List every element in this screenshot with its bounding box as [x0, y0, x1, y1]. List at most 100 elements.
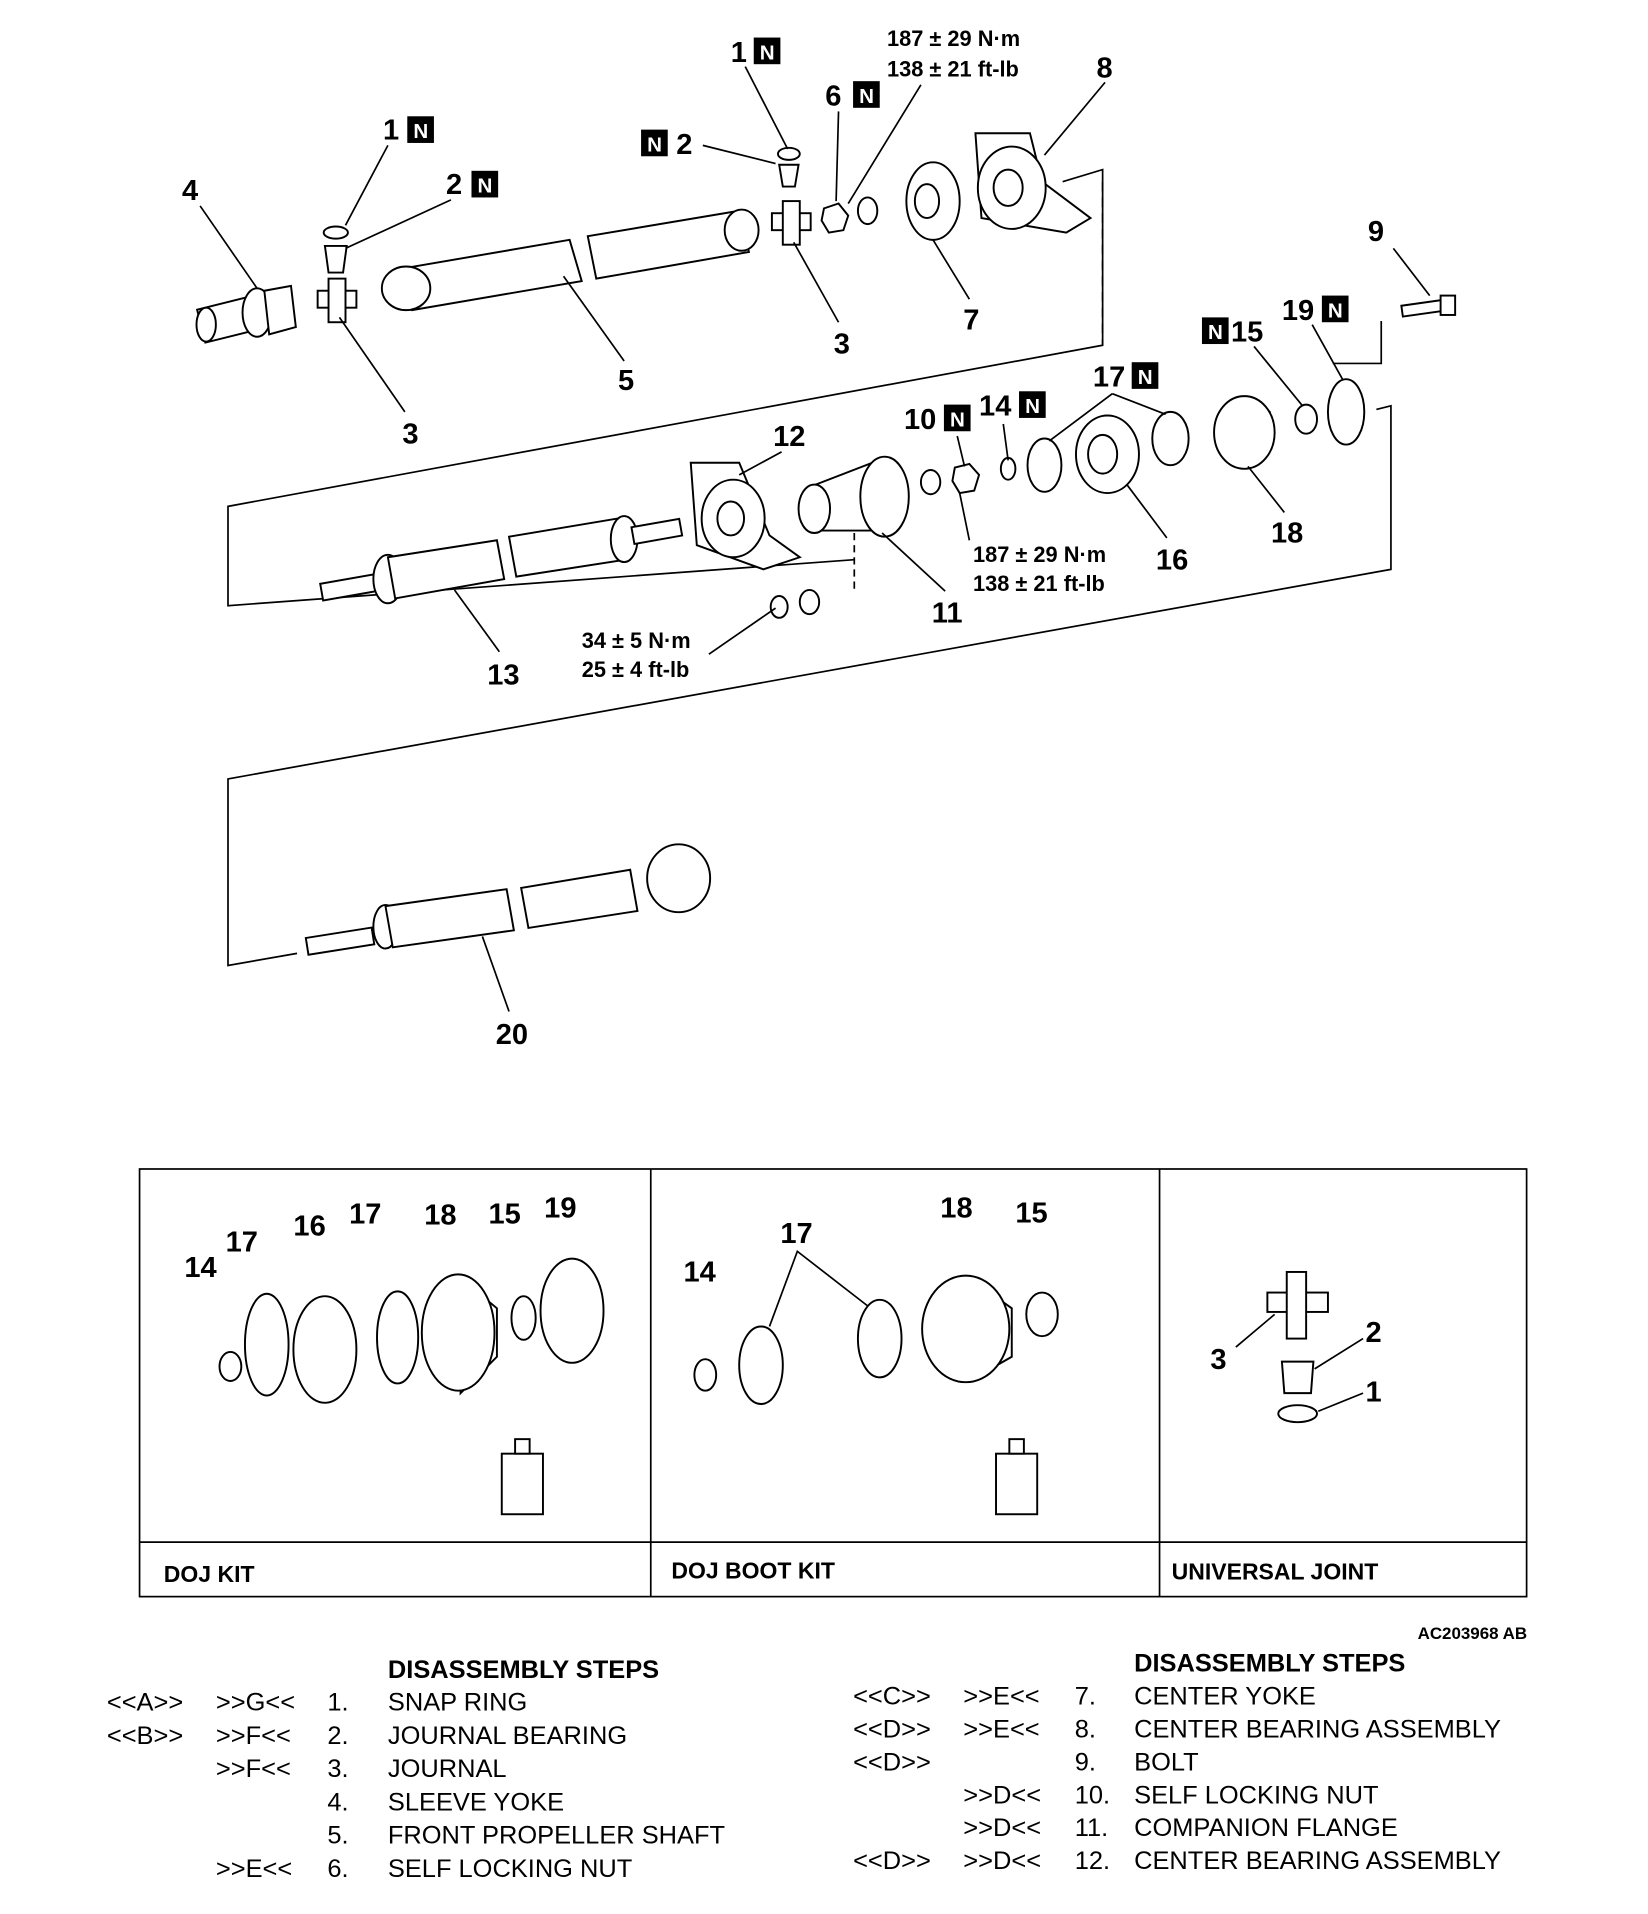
callout-1: 1: [383, 114, 399, 146]
step-row: >>D<<10.SELF LOCKING NUT: [963, 1781, 1378, 1809]
new-part-mark: N: [478, 175, 493, 198]
torque-2-ftlb: 138 ± 21 ft-lb: [973, 571, 1105, 596]
kit-callout: 18: [940, 1192, 972, 1224]
step-code-a: <<B>>: [107, 1722, 183, 1750]
step-number: 12.: [1075, 1847, 1110, 1875]
step-number: 10.: [1075, 1781, 1110, 1809]
step-code-b: >>D<<: [963, 1847, 1041, 1875]
doj-boot-kit-panel: 14 17 18 15 DOJ BOOT KIT: [671, 1192, 1059, 1583]
step-code-b: >>D<<: [963, 1814, 1041, 1842]
step-row: <<D>>>>E<<8.CENTER BEARING ASSEMBLY: [853, 1715, 1501, 1743]
callout-19: 19: [1282, 295, 1314, 327]
callout-3: 3: [402, 418, 418, 450]
step-code-a: <<D>>: [853, 1847, 931, 1875]
kit-callout: 2: [1365, 1317, 1381, 1349]
step-number: 11.: [1075, 1814, 1108, 1842]
journal: [316, 277, 358, 324]
callout-18: 18: [1271, 518, 1303, 550]
step-row: >>F<< 3. JOURNAL: [216, 1755, 507, 1783]
callout-leaders: [199, 66, 1431, 1012]
callout-17: 17: [1093, 361, 1125, 393]
kit-callout: 17: [349, 1199, 381, 1231]
flange-19: [1326, 378, 1366, 446]
callout-8: 8: [1097, 53, 1113, 85]
step-text: CENTER YOKE: [1134, 1682, 1316, 1710]
step-code-b: >>F<<: [216, 1755, 291, 1783]
kit-table: 14 17 16 17 18 15 19 DOJ KIT 14 17 18 15…: [138, 1168, 1528, 1598]
callout-13: 13: [487, 659, 519, 691]
disassembly-steps-right: DISASSEMBLY STEPS <<C>>>>E<<7.CENTER YOK…: [853, 1650, 1501, 1875]
step-row: <<C>>>>E<<7.CENTER YOKE: [853, 1682, 1316, 1710]
kit-callout: 14: [184, 1252, 216, 1284]
callout-2b: 2: [676, 129, 692, 161]
callout-10: 10: [904, 404, 936, 436]
kit-callout: 3: [1210, 1344, 1226, 1376]
step-number: 7.: [1075, 1682, 1096, 1710]
doj-kit-panel: 14 17 16 17 18 15 19 DOJ KIT: [164, 1192, 605, 1587]
callout-labels: 1 N 2 N 4 3 5 N 2 1 N 6 N 187 ± 29 N·m 1…: [182, 26, 1384, 1051]
callout-14: 14: [979, 391, 1011, 423]
universal-joint-caption: UNIVERSAL JOINT: [1172, 1559, 1379, 1585]
journal-2: [770, 200, 812, 246]
step-text: JOURNAL: [388, 1755, 507, 1783]
step-code-a: <<D>>: [853, 1715, 931, 1743]
boot-band-15: [1294, 403, 1319, 435]
doj-kit-caption: DOJ KIT: [164, 1561, 255, 1587]
center-bearing-assembly: [974, 132, 1093, 234]
step-text: COMPANION FLANGE: [1134, 1814, 1398, 1842]
step-code-b: >>G<<: [216, 1688, 295, 1716]
center-yoke: [905, 161, 961, 241]
new-part-mark: N: [1328, 299, 1343, 322]
figure-code: AC203968 AB: [1418, 1624, 1528, 1643]
callout-7: 7: [963, 304, 979, 336]
step-text: BOLT: [1134, 1748, 1199, 1776]
journal-bearing-2: [778, 163, 800, 188]
step-row: <<D>>9.BOLT: [853, 1748, 1199, 1776]
rear-propeller-shaft: [319, 515, 684, 605]
step-number: 1.: [327, 1688, 348, 1716]
kit-callout: 14: [683, 1257, 715, 1289]
new-part-mark: N: [1208, 321, 1223, 344]
kit-callout: 15: [1015, 1197, 1047, 1229]
kit-callout: 16: [293, 1211, 325, 1243]
step-number: 3.: [327, 1755, 348, 1783]
new-part-mark: N: [760, 41, 775, 64]
step-text: JOURNAL BEARING: [388, 1722, 627, 1750]
snap-ring: [322, 225, 349, 240]
step-row: 5.FRONT PROPELLER SHAFT: [327, 1822, 725, 1850]
step-text: SELF LOCKING NUT: [388, 1855, 632, 1883]
step-text: SNAP RING: [388, 1688, 527, 1716]
callout-6: 6: [825, 80, 841, 112]
rear-propeller-shaft-20: [304, 843, 712, 956]
step-code-b: >>E<<: [216, 1855, 292, 1883]
new-part-mark: N: [413, 120, 428, 143]
callout-1b: 1: [731, 37, 747, 69]
callout-9: 9: [1368, 216, 1384, 248]
doj-boot-band: [1026, 410, 1190, 493]
step-row: <<D>>>>D<<12.CENTER BEARING ASSEMBLY: [853, 1847, 1501, 1875]
step-text: SLEEVE YOKE: [388, 1788, 564, 1816]
step-code-a: <<A>>: [107, 1688, 183, 1716]
kit-callout: 15: [488, 1199, 520, 1231]
disassembly-steps-left: DISASSEMBLY STEPS <<A>>>>G<<1.SNAP RING<…: [107, 1656, 725, 1883]
doj-boot-18: [1213, 395, 1276, 470]
step-number: 6.: [327, 1855, 348, 1883]
callout-2: 2: [446, 169, 462, 201]
step-code-a: <<C>>: [853, 1682, 931, 1710]
step-code-b: >>D<<: [963, 1781, 1041, 1809]
callout-3b: 3: [834, 329, 850, 361]
bolt: [1400, 294, 1457, 318]
companion-flange: [797, 455, 910, 538]
step-text: FRONT PROPELLER SHAFT: [388, 1822, 725, 1850]
center-bearing-assembly-12: [689, 461, 802, 571]
washer-nut-set: [769, 456, 1017, 619]
self-locking-nut: [820, 196, 879, 234]
step-number: 2.: [327, 1722, 348, 1750]
torque-3-ftlb: 25 ± 4 ft-lb: [582, 657, 690, 682]
kit-callout: 17: [780, 1218, 812, 1250]
callout-11: 11: [932, 598, 963, 630]
callout-16: 16: [1156, 544, 1188, 576]
doj-assembly-16: [1075, 414, 1140, 495]
new-part-mark: N: [1138, 366, 1153, 389]
